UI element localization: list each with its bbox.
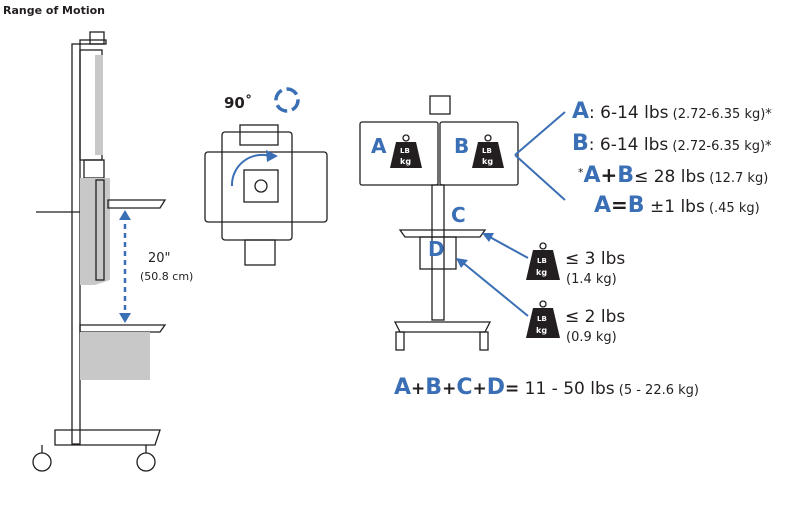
monitor-rotation-view: [204, 124, 328, 266]
spec-ab-max: *A+B≤ 28 lbs (12.7 kg): [578, 163, 768, 188]
monitor-a-label: A: [371, 134, 387, 158]
rotate-icon: [274, 87, 300, 113]
spec-basket-d-kg: (0.9 kg): [566, 330, 617, 345]
spec-shelf-c-lbs: ≤ 3 lbs: [565, 249, 625, 269]
svg-text:LB: LB: [400, 147, 410, 155]
spec-basket-d-lbs: ≤ 2 lbs: [565, 307, 625, 327]
spec-monitor-a: A: 6-14 lbs (2.72-6.35 kg)*: [572, 99, 772, 124]
cart-side-view: [32, 31, 167, 472]
svg-text:LB: LB: [537, 257, 547, 265]
svg-text:LB: LB: [482, 147, 492, 155]
svg-text:LB: LB: [537, 315, 547, 323]
svg-text:kg: kg: [536, 268, 547, 277]
spec-monitor-b: B: 6-14 lbs (2.72-6.35 kg)*: [572, 131, 772, 156]
basket-d-arrow: [461, 261, 529, 317]
rotation-label: 90˚: [224, 94, 252, 112]
height-cm: (50.8 cm): [140, 270, 193, 283]
title: Range of Motion: [3, 4, 105, 17]
svg-text:kg: kg: [536, 326, 547, 335]
weight-icon: LB kg: [472, 134, 504, 168]
monitor-b-label: B: [454, 134, 469, 158]
shelf-c-label: C: [451, 203, 466, 227]
monitor-pointer-lines: [514, 111, 566, 201]
height-inches: 20": [148, 251, 171, 266]
weight-icon: LB kg: [526, 300, 560, 338]
weight-icon: LB kg: [390, 134, 422, 168]
spec-shelf-c-kg: (1.4 kg): [566, 272, 617, 287]
shelf-c-arrow: [487, 235, 529, 259]
basket-d-label: D: [428, 237, 445, 261]
cart-front-view: [359, 95, 519, 351]
svg-text:kg: kg: [400, 157, 411, 166]
spec-total: A+B+C+D= 11 - 50 lbs (5 - 22.6 kg): [394, 375, 699, 400]
svg-text:kg: kg: [482, 157, 493, 166]
weight-icon: LB kg: [526, 242, 560, 280]
spec-ab-balance: A=B ±1 lbs (.45 kg): [594, 193, 760, 218]
